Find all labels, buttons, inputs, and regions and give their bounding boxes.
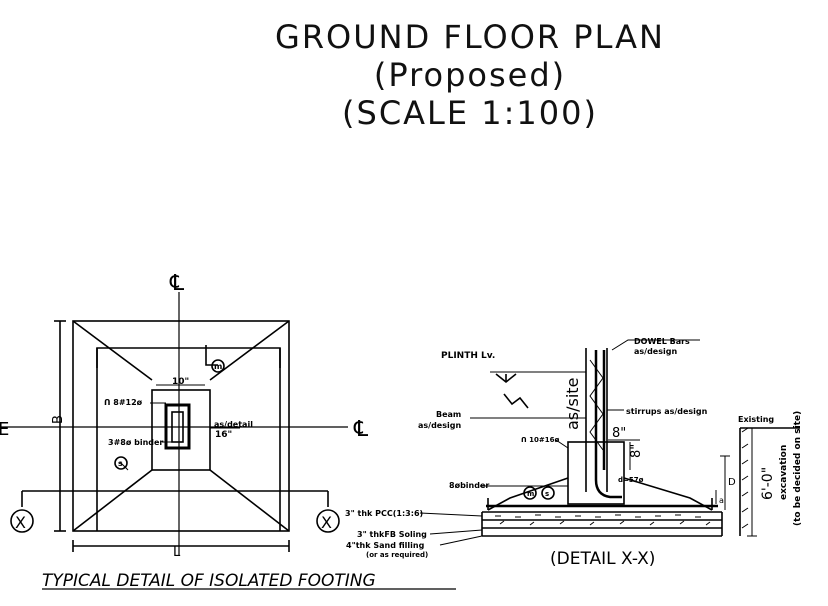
section-marker-left	[10, 509, 34, 533]
detail-mark-s: s	[545, 490, 549, 498]
section-marker-left-label: X	[15, 513, 26, 532]
pedestal-outline	[151, 389, 211, 471]
footing-outline	[72, 320, 290, 532]
dowel-leader	[611, 339, 700, 351]
excavation-label: excavation	[779, 445, 789, 500]
plan-title: GROUND FLOOR PLAN	[275, 18, 665, 56]
dimension-b-label: B	[51, 415, 66, 424]
beam-label-1: Beam	[436, 410, 461, 419]
dimension-d-label: D	[728, 477, 736, 488]
plinth-label: PLINTH Lv.	[441, 351, 495, 361]
as-detail-label: as/detail	[214, 420, 253, 429]
section-marker-right	[316, 509, 340, 533]
mark-s-circle	[541, 486, 555, 500]
soling-label: 3" thkFB Soling	[357, 530, 427, 539]
stirrups-label: stirrups as/design	[626, 407, 708, 416]
bars-label: ꓵ 8#12ø	[104, 398, 143, 407]
dimension-16-label: 16"	[215, 430, 232, 440]
mark-m-label: m	[214, 362, 222, 371]
pcc-leader	[419, 512, 483, 517]
soling-leader	[429, 529, 483, 535]
pedestal	[567, 441, 625, 505]
layer-hatch	[495, 514, 711, 526]
dimension-d57-label: d=57ø	[618, 476, 644, 484]
beam-break-line	[503, 393, 529, 409]
existing-label: Existing	[738, 415, 774, 424]
detail-caption: (DETAIL X-X)	[550, 549, 655, 569]
footing-plan	[0, 292, 456, 590]
mark-m-circle	[523, 486, 537, 500]
dowel-bar-hook	[594, 479, 622, 499]
beam-label-2: as/design	[418, 421, 461, 430]
mark-m-circle	[211, 359, 225, 373]
centerline-symbol-top: ℄	[169, 271, 185, 296]
plan-scale: (SCALE 1:100)	[342, 94, 598, 132]
footing-slope-line	[72, 469, 153, 532]
leader-line	[555, 439, 569, 449]
footing-slope-line	[72, 320, 153, 381]
footing-slope-line	[209, 469, 290, 532]
bars-10-label: ꓵ 10#16ø	[521, 436, 559, 444]
dimension-10-label: 10"	[172, 377, 189, 387]
plan-subtitle: (Proposed)	[373, 56, 567, 94]
detail-binder-label: 8øbinder	[449, 481, 489, 490]
footing-step-line	[96, 347, 281, 368]
mark-s-label: s	[118, 459, 123, 468]
dowel-label-1: DOWEL Bars	[634, 337, 690, 346]
dimension-a-label: a	[719, 496, 724, 505]
leader-line	[119, 461, 129, 471]
centerline-symbol-right: ℄	[353, 417, 369, 442]
sand-label-2: (or as required)	[366, 551, 428, 559]
dimension-6ft: 6'-0"	[760, 467, 776, 500]
detail-mark-m: m	[527, 490, 534, 498]
plinth-arrow	[495, 373, 517, 384]
pcc-label: 3" thk PCC(1:3:6)	[345, 509, 423, 518]
leader-line	[205, 345, 218, 366]
detail-section	[470, 339, 800, 537]
decided-label: (to be decided on site)	[793, 411, 803, 526]
ground-hatch	[741, 427, 749, 529]
dimension-8a: 8"	[612, 426, 626, 441]
dowel-label-2: as/design	[634, 347, 677, 356]
column-tag: as/site	[563, 378, 582, 430]
dimension-8b: 8"	[629, 444, 644, 458]
sand-leader	[439, 535, 483, 546]
sand-label-1: 4"thk Sand filling	[346, 541, 425, 550]
binder-label: 3#8ø binder	[108, 438, 163, 447]
dimension-l-label: L	[173, 545, 181, 560]
edge-mark: E	[0, 419, 9, 440]
footing-caption: TYPICAL DETAIL OF ISOLATED FOOTING	[42, 571, 376, 591]
mark-s-circle	[114, 456, 128, 470]
section-marker-right-label: X	[321, 513, 332, 532]
